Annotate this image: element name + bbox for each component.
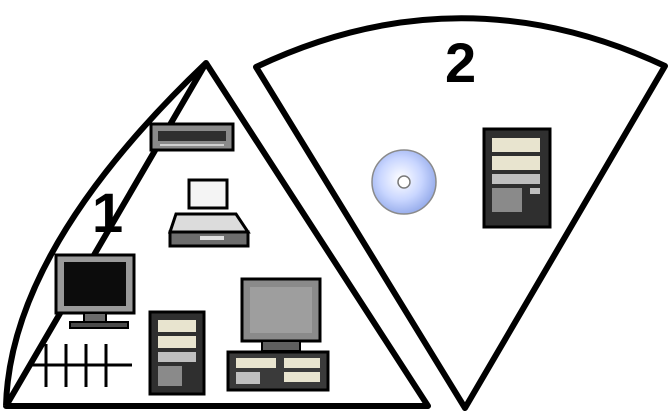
monitor-icon bbox=[54, 253, 136, 329]
sector-1-label: 1 bbox=[92, 181, 123, 244]
optical-disc-icon bbox=[371, 149, 437, 215]
tower-pc-icon bbox=[148, 310, 206, 396]
network-hub-icon bbox=[32, 344, 132, 387]
tower-pc-icon bbox=[482, 127, 552, 229]
printer-icon bbox=[167, 178, 251, 248]
sector-2-outline bbox=[253, 15, 668, 411]
sector-2-label: 2 bbox=[445, 31, 476, 94]
desktop-computer-icon bbox=[226, 277, 330, 392]
sector-2: 2 bbox=[253, 15, 668, 411]
network-switch-icon bbox=[149, 122, 235, 152]
sector-1: 1 bbox=[3, 60, 431, 409]
